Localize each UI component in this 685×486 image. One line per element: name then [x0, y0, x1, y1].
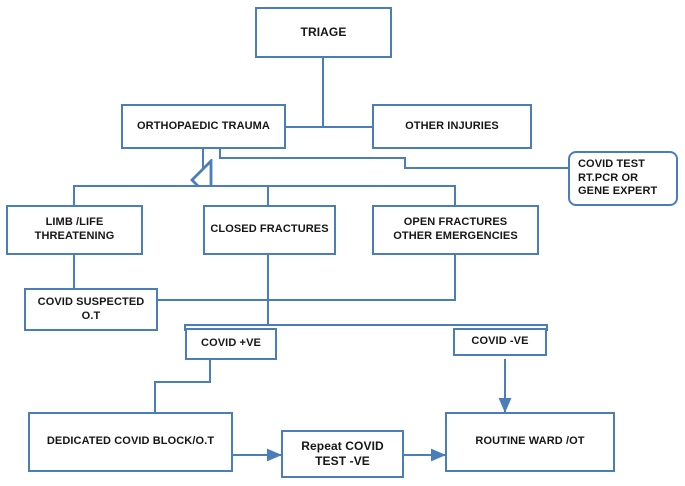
- node-covid-suspected-label: COVID SUSPECTED O.T: [37, 295, 145, 322]
- node-covid-test[interactable]: COVID TEST RT.PCR OR GENE EXPERT: [568, 151, 678, 206]
- node-orthopaedic-trauma[interactable]: ORTHOPAEDIC TRAUMA: [121, 104, 286, 149]
- node-covid-test-label: COVID TEST RT.PCR OR GENE EXPERT: [578, 157, 658, 198]
- node-covid-negative[interactable]: COVID -VE: [453, 328, 547, 356]
- node-covid-positive[interactable]: COVID +VE: [185, 328, 277, 360]
- node-covid-suspected[interactable]: COVID SUSPECTED O.T: [24, 288, 158, 331]
- node-limb-life-threatening-label: LIMB /LIFE THREATENING: [34, 216, 115, 242]
- node-routine-ward[interactable]: ROUTINE WARD /OT: [445, 412, 615, 472]
- node-dedicated-covid-block-label: DEDICATED COVID BLOCK/O.T: [46, 435, 215, 448]
- node-closed-fractures-label: CLOSED FRACTURES: [210, 223, 329, 236]
- node-covid-positive-label: COVID +VE: [201, 337, 261, 350]
- node-closed-fractures[interactable]: CLOSED FRACTURES: [203, 205, 336, 255]
- node-repeat-covid-test[interactable]: Repeat COVID TEST -VE: [281, 430, 404, 478]
- node-routine-ward-label: ROUTINE WARD /OT: [475, 435, 585, 448]
- node-triage[interactable]: TRIAGE: [255, 7, 392, 58]
- connector-positive-to-block: [154, 359, 211, 413]
- connector-to-covid-test: [219, 148, 569, 169]
- node-open-fractures-label: OPEN FRACTURES OTHER EMERGENCIES: [393, 216, 518, 242]
- node-limb-life-threatening[interactable]: LIMB /LIFE THREATENING: [6, 205, 143, 255]
- node-repeat-covid-test-label: Repeat COVID TEST -VE: [301, 439, 384, 468]
- node-dedicated-covid-block[interactable]: DEDICATED COVID BLOCK/O.T: [28, 412, 233, 472]
- node-triage-label: TRIAGE: [300, 25, 347, 39]
- node-covid-negative-label: COVID -VE: [471, 335, 529, 348]
- node-orthopaedic-trauma-label: ORTHOPAEDIC TRAUMA: [137, 119, 270, 132]
- node-open-fractures[interactable]: OPEN FRACTURES OTHER EMERGENCIES: [372, 205, 539, 255]
- node-other-injuries-label: OTHER INJURIES: [405, 119, 499, 132]
- node-other-injuries[interactable]: OTHER INJURIES: [372, 104, 532, 149]
